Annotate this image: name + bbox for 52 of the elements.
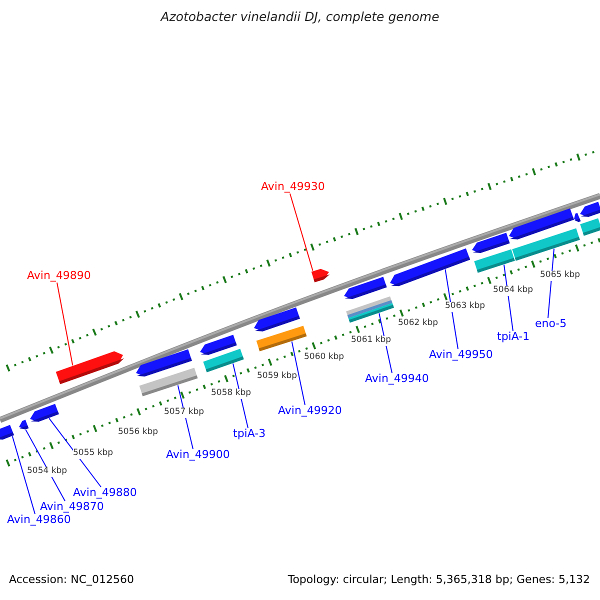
gene-feature bbox=[472, 232, 510, 253]
gene-feature bbox=[139, 368, 198, 396]
title: Azotobacter vinelandii DJ, complete genome bbox=[159, 10, 440, 24]
gene-feature bbox=[390, 248, 470, 286]
gene-feature bbox=[254, 307, 300, 332]
gene-feature bbox=[203, 348, 244, 372]
scale-label: 5058 kbp bbox=[211, 389, 252, 399]
gene-feature bbox=[311, 268, 330, 282]
scale-label: 5061 kbp bbox=[351, 336, 392, 346]
leader-line bbox=[291, 341, 306, 406]
gene-feature bbox=[19, 420, 29, 430]
gene-label: tpiA-1 bbox=[497, 331, 530, 344]
gene-feature bbox=[512, 228, 580, 261]
scale-label: 5057 kbp bbox=[164, 408, 204, 418]
accession-text: Accession: NC_012560 bbox=[9, 574, 134, 587]
scale-label: 5062 kbp bbox=[398, 319, 438, 329]
scale-label: 5055 kbp bbox=[73, 449, 114, 459]
gene-feature bbox=[580, 202, 600, 217]
scale-label: 5065 kbp bbox=[540, 271, 580, 281]
gene-feature bbox=[346, 296, 394, 323]
gene-feature bbox=[30, 404, 59, 422]
leader-line bbox=[290, 193, 314, 272]
leader-line bbox=[56, 282, 74, 366]
scale-label: 5059 kbp bbox=[257, 372, 298, 382]
gene-label: Avin_49870 bbox=[40, 501, 104, 514]
gene-feature bbox=[474, 249, 515, 273]
scale-label: 5064 kbp bbox=[493, 286, 534, 296]
leader-line bbox=[12, 436, 36, 514]
gene-label: Avin_49940 bbox=[365, 373, 429, 386]
scale-label: 5063 kbp bbox=[445, 302, 486, 312]
gene-feature bbox=[200, 334, 237, 355]
genome-info-text: Topology: circular; Length: 5,365,318 bp; Genes: 5,132 bbox=[288, 574, 590, 587]
leader-line bbox=[48, 418, 102, 488]
gene-label: Avin_49920 bbox=[278, 405, 342, 418]
gene-feature bbox=[344, 276, 387, 299]
gene-label: Avin_49950 bbox=[429, 349, 493, 362]
gene-feature bbox=[574, 212, 581, 222]
gene-feature bbox=[580, 218, 600, 236]
scale-label: 5060 kbp bbox=[304, 353, 344, 363]
scale-label: 5056 kbp bbox=[118, 428, 158, 438]
gene-label: Avin_49880 bbox=[73, 487, 137, 500]
gene-label: eno-5 bbox=[535, 318, 567, 331]
gene-label: Avin_49930 bbox=[261, 181, 325, 194]
gene-label: Avin_49900 bbox=[166, 449, 230, 462]
gene-feature bbox=[56, 351, 124, 384]
gene-label: Avin_49860 bbox=[7, 514, 71, 527]
gene-feature bbox=[256, 326, 307, 352]
gene-label: Avin_49890 bbox=[27, 270, 91, 283]
gene-label: tpiA-3 bbox=[233, 428, 266, 441]
leader-line bbox=[444, 268, 458, 350]
gene-feature bbox=[0, 424, 14, 440]
scale-label: 5054 kbp bbox=[27, 467, 68, 477]
